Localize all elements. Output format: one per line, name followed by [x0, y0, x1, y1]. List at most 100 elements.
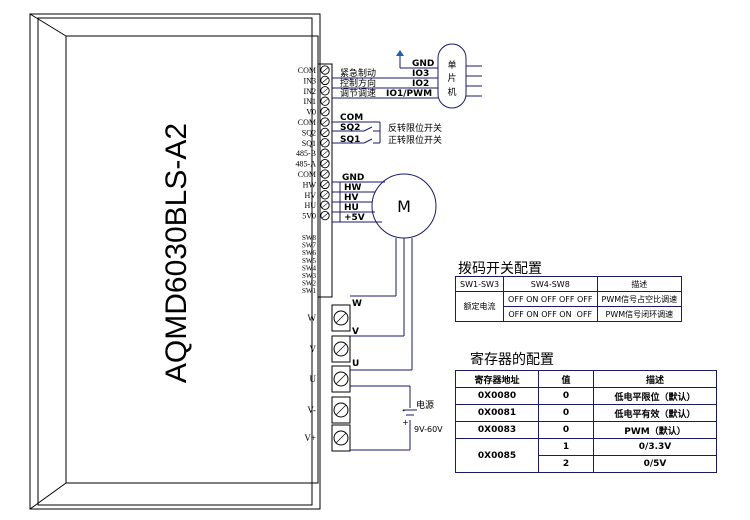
- register-row-1-addr: 0X0080: [455, 387, 539, 405]
- mcu-char-2: 片: [447, 72, 456, 84]
- terminal-slot-line: [321, 108, 329, 115]
- register-row-3-value: 0: [538, 421, 594, 439]
- terminal-screw-icon: [320, 148, 330, 158]
- register-table-title: 寄存器的配置: [470, 352, 554, 368]
- terminal-slot-line: [321, 140, 329, 146]
- terminal-label: HW: [303, 180, 317, 189]
- dip-switch-label: SW7: [302, 242, 317, 250]
- terminal-screw-icon: [320, 138, 330, 148]
- register-header-desc: 描述: [593, 370, 717, 388]
- terminal-label: 485-A: [296, 160, 317, 169]
- terminal-label: 5V0: [302, 212, 316, 221]
- limit-sq1-label: SQ1: [340, 135, 360, 145]
- power-screw-icon: [333, 371, 349, 387]
- register-row-4b-desc: 0/5V: [593, 455, 717, 473]
- dip-switch-label: SW5: [302, 257, 317, 265]
- terminal-screw-icon: [320, 169, 330, 179]
- limit-sq2-desc: 反转限位开关: [388, 122, 442, 134]
- power-screw-icon: [333, 430, 349, 446]
- mcu-char-3: 机: [447, 86, 456, 98]
- terminal-screw-icon: [320, 200, 330, 210]
- power-terminal-label: V-: [307, 405, 316, 415]
- terminal-screw-icon: [320, 106, 330, 117]
- dip-header-desc: 描述: [596, 276, 683, 292]
- register-row-4b-value: 2: [538, 455, 594, 473]
- power-minus-sign: -: [402, 406, 405, 415]
- terminal-label: COM: [298, 118, 316, 127]
- power-screw-slot: [335, 373, 347, 385]
- mcu-func-speed: 调节调速: [340, 88, 376, 99]
- terminal-label: 485-B: [296, 149, 316, 158]
- power-screw-icon: [333, 310, 349, 326]
- dip-row-2-desc: PWM信号闭环调速: [596, 306, 683, 322]
- limit-switch-wires: [332, 121, 381, 144]
- register-header-value: 值: [538, 370, 594, 388]
- top-terminal-group: COMIN3IN2IN1V0COMSQ2SQ1485-B485-ACOMHWHV…: [296, 65, 330, 221]
- power-terminal-block: [331, 424, 351, 452]
- power-screw-slot: [335, 404, 347, 416]
- terminal-slot-line: [321, 160, 329, 167]
- dip-row-1-setting: OFF ON OFF OFF OFF: [503, 291, 598, 307]
- phase-w-label: W: [352, 299, 362, 309]
- limit-sq2-label: SQ2: [340, 123, 360, 133]
- terminal-screw-icon: [320, 96, 330, 106]
- dip-switch-table: SW1-SW3 SW4-SW8 描述 额定电流 OFF ON OFF OFF O…: [454, 276, 683, 322]
- phase-v-label: V: [352, 327, 359, 337]
- register-row-3-desc: PWM（默认）: [593, 421, 717, 439]
- dip-switch-label: SW3: [302, 272, 317, 280]
- power-terminal-block: [331, 335, 351, 363]
- hall-gnd-label: GND: [342, 173, 364, 183]
- power-terminal-label: V: [310, 344, 317, 354]
- power-wires: [350, 385, 411, 451]
- terminal-slot-line: [321, 129, 329, 136]
- terminal-screw-icon: [320, 86, 330, 96]
- register-row-4a-value: 1: [538, 438, 594, 456]
- phase-wires: [350, 238, 413, 371]
- dip-header-sw13: SW1-SW3: [454, 276, 505, 292]
- mcu-pin-io2: IO2: [412, 79, 429, 89]
- power-terminal-label: U: [310, 374, 317, 384]
- terminal-label: COM: [298, 66, 316, 75]
- mcu-func-direction: 控制方向: [340, 77, 376, 89]
- terminal-screw-icon: [320, 117, 330, 127]
- terminal-slot-line: [321, 212, 329, 219]
- hall-hv-label: HV: [344, 193, 359, 203]
- terminal-slot-line: [321, 98, 329, 104]
- register-row-2-value: 0: [538, 404, 594, 422]
- terminal-slot-line: [321, 171, 329, 177]
- power-screw-slot: [335, 312, 347, 324]
- power-screw-icon: [333, 341, 349, 357]
- terminal-screw-icon: [320, 179, 330, 190]
- register-row-4a-desc: 0/3.3V: [593, 438, 717, 456]
- terminal-slot-line: [321, 119, 329, 125]
- motor-label: M: [397, 197, 411, 216]
- terminal-slot-line: [321, 67, 329, 73]
- dip-switch-label: SW8: [302, 234, 317, 242]
- terminal-slot-line: [321, 192, 329, 198]
- mcu-pin-gnd: GND: [412, 59, 434, 69]
- terminal-label: IN2: [304, 87, 316, 96]
- terminal-label: COM: [298, 170, 316, 179]
- driver-model-label: AQMD6030BLS-A2: [160, 123, 193, 383]
- power-screw-slot: [335, 343, 347, 355]
- gnd-up-arrow-icon: [396, 50, 404, 56]
- terminal-screw-icon: [320, 210, 330, 221]
- limit-sq1-desc: 正转限位开关: [388, 134, 442, 146]
- power-plus-sign: +: [402, 418, 409, 427]
- terminal-screw-icon: [320, 75, 330, 86]
- terminal-slot-line: [321, 77, 329, 84]
- power-label: 电源: [416, 399, 434, 411]
- terminal-label: SQ1: [302, 139, 316, 148]
- dip-row-1-desc: PWM信号占空比调速: [596, 291, 683, 307]
- dip-table-title: 拨码开关配置: [458, 261, 542, 277]
- dip-row-label: 额定电流: [454, 291, 505, 322]
- mcu-output-lines: [466, 65, 482, 97]
- terminal-screw-icon: [320, 158, 330, 169]
- terminal-slot-line: [321, 88, 329, 94]
- dip-header-sw48: SW4-SW8: [503, 276, 598, 292]
- power-terminal-label: W: [308, 313, 317, 323]
- power-terminal-block: [331, 304, 351, 332]
